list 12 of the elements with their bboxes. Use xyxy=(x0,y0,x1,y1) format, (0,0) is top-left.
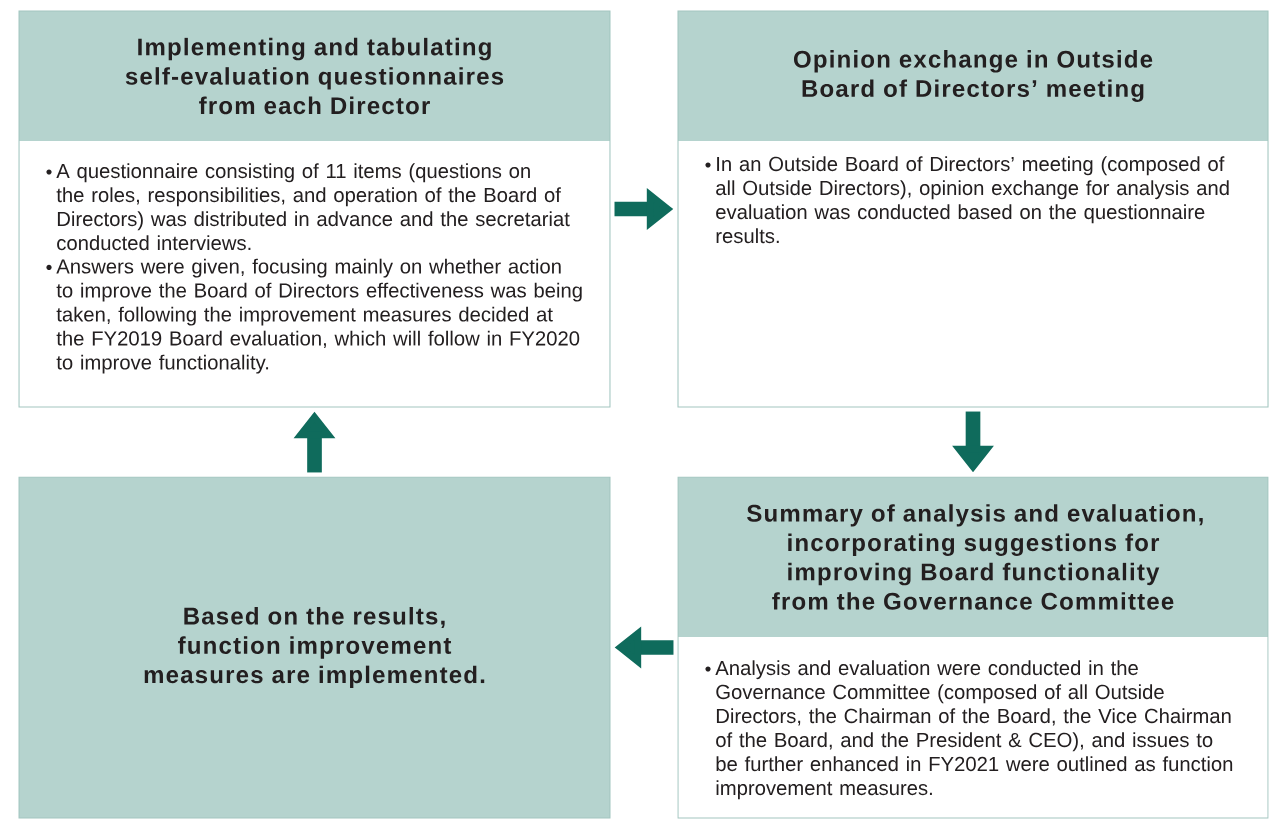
heading-text: Summary of analysis and evaluation, incorporating suggestions for improving Board functionality from the Governance Committee xyxy=(747,504,1203,610)
process-box xyxy=(18,476,611,819)
bullet-text: Analysis and evaluation were conducted in the Governance Committee (composed of all Outside Directors, the Chairman of the Board, the Vice Chairman of the Board, and the President & CEO), and issues to be further enhanced in FY2021 were outlined as function improvement measures. xyxy=(715,660,1233,800)
process-box xyxy=(677,10,1269,408)
process-box xyxy=(677,476,1269,819)
heading-text: Implementing and tabulating self-evaluation questionnaires from each Director xyxy=(125,37,504,115)
heading-text: Opinion exchange in Outside Board of Directors’ meeting xyxy=(794,50,1153,102)
process-box xyxy=(18,10,611,408)
bullet-text: In an Outside Board of Directors’ meeting (composed of all Outside Directors), opinion exchange for analysis and evaluation was conducted based on the questionnaire results. xyxy=(716,156,1229,244)
bullet-text: A questionnaire consisting of 11 items (questions on the roles, responsibilities, and operation of the Board of Directors) was distributed in advance and the secretariat conducted interviews. xyxy=(56,163,570,251)
bullet-text: Answers were given, focusing mainly on whether action to improve the Board of Directors effectiveness was being taken, following the improvement measures decided at the FY2019 Board evaluation, which will follow in FY2020 to improve functionality. xyxy=(56,258,582,374)
heading-text: Based on the results, function improvement measures are implemented. xyxy=(144,607,485,688)
